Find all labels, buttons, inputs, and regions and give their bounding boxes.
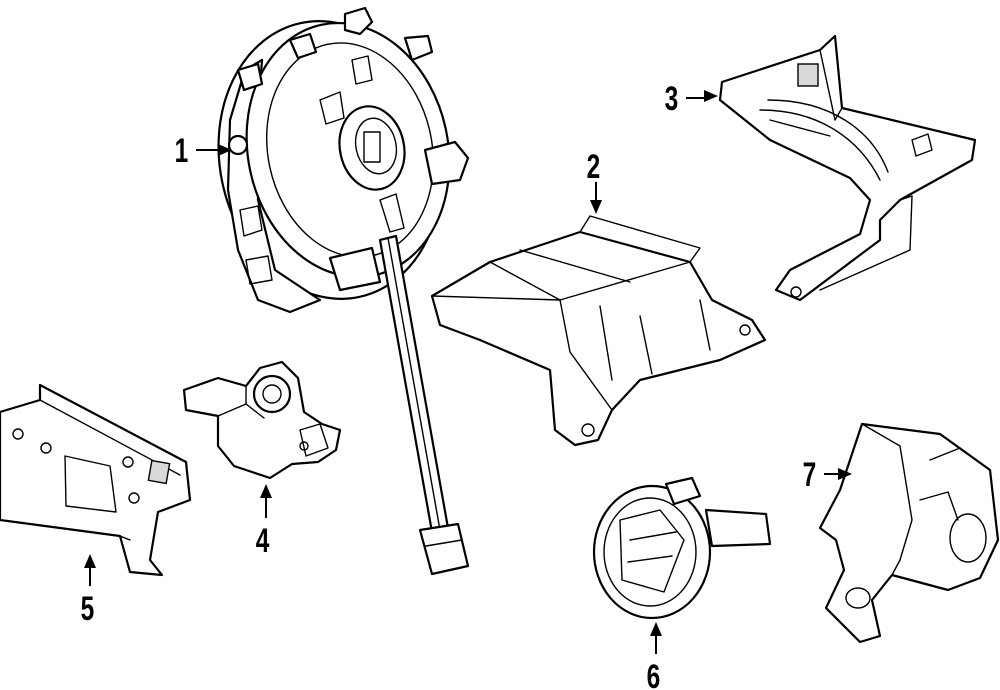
callout-1: 1 bbox=[175, 132, 189, 170]
part-4-impact-sensor bbox=[182, 360, 342, 480]
callout-6: 6 bbox=[647, 658, 661, 690]
part-1-clock-spring bbox=[217, 6, 470, 576]
callout-3: 3 bbox=[665, 80, 679, 118]
part-6-switch bbox=[592, 476, 772, 620]
part-2-control-module bbox=[430, 215, 767, 447]
part-5-sensor-bracket bbox=[0, 383, 192, 577]
part-7-module bbox=[818, 422, 1000, 644]
callout-5: 5 bbox=[81, 590, 95, 628]
part-3-bracket bbox=[718, 34, 977, 302]
callout-4: 4 bbox=[256, 522, 270, 560]
callout-7: 7 bbox=[803, 456, 817, 494]
callout-2: 2 bbox=[587, 148, 601, 186]
callout-leaders bbox=[84, 90, 852, 654]
